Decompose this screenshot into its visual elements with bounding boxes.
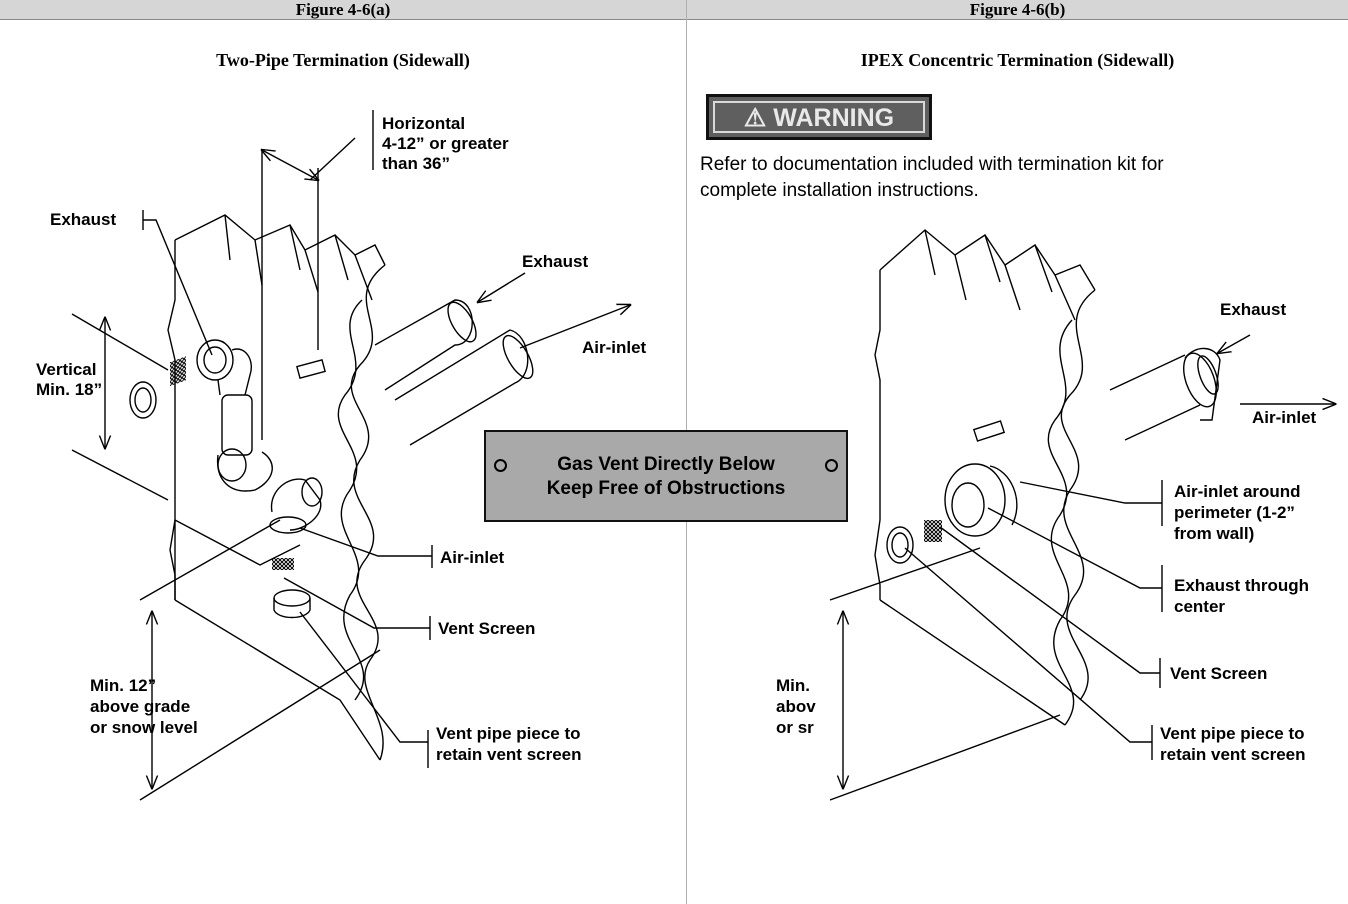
label-b-min-line-3: or sr [776, 718, 814, 737]
label-b-exhaust: Exhaust [1220, 300, 1287, 319]
label-vent-pipe-line-1: Vent pipe piece to [436, 724, 581, 743]
label-b-air-inlet-perimeter-1: Air-inlet around [1174, 482, 1301, 501]
label-b-vent-pipe-line-1: Vent pipe piece to [1160, 724, 1305, 743]
label-min-12-line-2: above grade [90, 697, 191, 716]
label-exhaust-right: Exhaust [522, 252, 589, 271]
label-b-air-inlet-perimeter-2: perimeter (1-2” [1174, 503, 1295, 522]
label-air-inlet-right: Air-inlet [582, 338, 647, 357]
note-text: Refer to documentation included with ter… [700, 152, 1340, 204]
label-air-inlet: Air-inlet [440, 548, 505, 567]
label-horizontal-dim-1: 4-12” or greater [382, 134, 509, 153]
label-b-vent-pipe-line-2: retain vent screen [1160, 745, 1306, 764]
figure-a-header: Figure 4-6(a) [0, 0, 686, 20]
label-vertical: Vertical [36, 360, 97, 379]
figure-b-drawing [829, 229, 1335, 801]
note-line-2: complete installation instructions. [700, 180, 979, 201]
label-exhaust-left: Exhaust [50, 210, 117, 229]
figure-b-header: Figure 4-6(b) [687, 0, 1348, 20]
label-min-12-line-1: Min. 12” [90, 676, 157, 695]
banner-line-1: Gas Vent Directly Below [557, 454, 775, 475]
label-b-min-line-1: Min. [776, 676, 810, 695]
label-b-exhaust-center-1: Exhaust through [1174, 576, 1310, 595]
banner-hole-left [494, 459, 507, 472]
figure-a-subtitle: Two-Pipe Termination (Sidewall) [216, 50, 470, 70]
wall-a-left-edge [167, 240, 176, 600]
label-vent-pipe-line-2: retain vent screen [436, 745, 582, 764]
label-b-min-line-2: abov [776, 697, 816, 716]
banner-line-2: Keep Free of Obstructions [546, 478, 786, 499]
label-b-air-inlet: Air-inlet [1252, 408, 1317, 427]
label-b-exhaust-center-2: center [1174, 597, 1226, 616]
label-horizontal: Horizontal [382, 114, 466, 133]
label-b-vent-screen: Vent Screen [1170, 664, 1268, 683]
label-vent-screen: Vent Screen [438, 619, 536, 638]
label-min-12-line-3: or snow level [90, 718, 198, 737]
banner-hole-right [825, 459, 838, 472]
figure-a-drawing [71, 110, 630, 801]
warning-label: ⚠ WARNING [713, 101, 925, 133]
label-b-air-inlet-perimeter-3: from wall) [1174, 524, 1255, 543]
label-horizontal-dim-2: than 36” [382, 154, 451, 173]
figure-b-subtitle: IPEX Concentric Termination (Sidewall) [860, 50, 1175, 70]
warning-sign: ⚠ WARNING [706, 94, 932, 140]
label-vertical-min: Min. 18” [36, 380, 103, 399]
gas-vent-banner: Gas Vent Directly Below Keep Free of Obs… [484, 430, 848, 522]
note-line-1: Refer to documentation included with ter… [700, 154, 1164, 175]
